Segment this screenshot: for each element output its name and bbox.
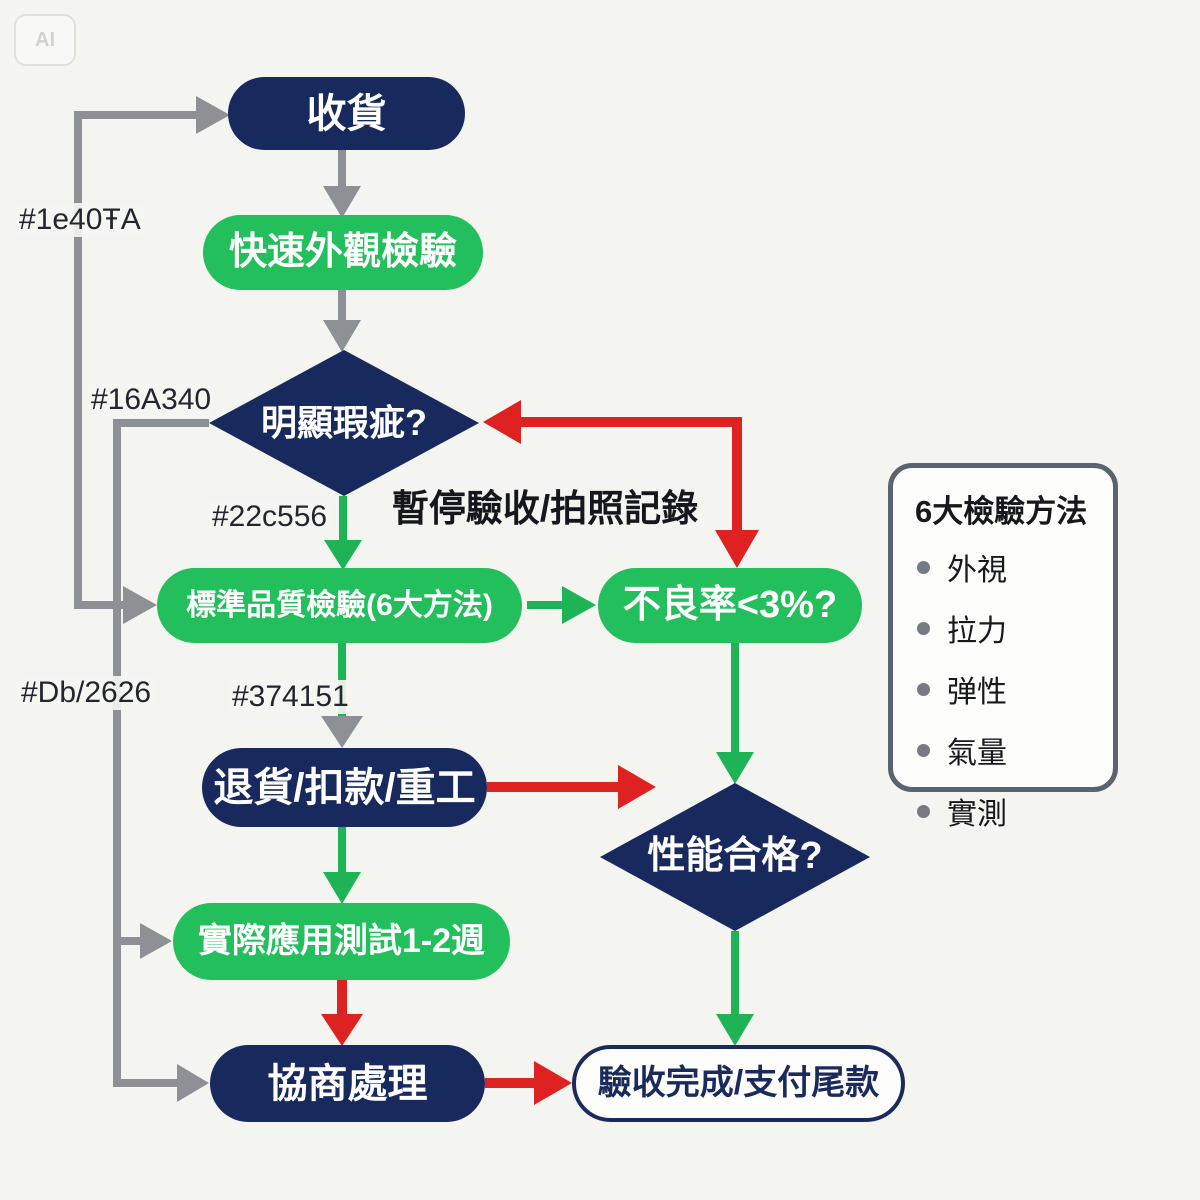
edge-rate-to-performance: [716, 643, 754, 784]
node-receive: 收貨: [228, 77, 465, 150]
legend-item: 拉力: [917, 606, 1099, 650]
legend-item: 實測: [917, 789, 1099, 833]
node-receive-label: 收貨: [306, 91, 387, 136]
edge-performance-to-done: [716, 931, 754, 1046]
node-standard-inspect-label: 標準品質檢驗(6大方法): [186, 588, 493, 622]
edge-grey-defect-rail: [113, 419, 209, 1102]
node-negotiate: 協商處理: [210, 1045, 485, 1122]
node-negotiate-label: 協商處理: [267, 1061, 428, 1106]
bullet-icon: [917, 560, 930, 574]
edge-red-pause-loop: [483, 400, 759, 568]
node-standard-inspect: 標準品質檢驗(6大方法): [157, 568, 522, 643]
legend-item: 外視: [917, 545, 1099, 589]
node-defect-rate: 不良率<3%?: [598, 568, 862, 643]
ai-watermark: AI: [14, 14, 76, 66]
edge-return-red-right: [487, 765, 656, 809]
edge-quick-to-defect: [323, 290, 361, 352]
bullet-icon: [917, 621, 930, 635]
legend-item: 氣量: [917, 728, 1099, 772]
edge-fieldtest-to-negotiate: [321, 980, 363, 1046]
edge-standard-to-rate: [527, 586, 596, 624]
label-pause-record: 暫停驗收/拍照記錄: [391, 488, 699, 529]
edge-negotiate-to-done: [485, 1061, 572, 1105]
node-quick-inspect: 快速外觀檢驗: [203, 215, 483, 290]
edge-receive-to-quick: [323, 150, 361, 218]
legend-title: 6大檢驗方法: [915, 494, 1088, 529]
edge-defect-to-standard: [324, 496, 362, 570]
legend-item-label: 外視: [947, 554, 1007, 587]
legend-box: 6大檢驗方法 外視 拉力 弹性 氣量 實測: [888, 463, 1118, 831]
node-visible-defect-label: 明顯瑕疵?: [261, 402, 427, 444]
edge-return-to-fieldtest: [323, 827, 361, 904]
node-return-rework-label: 退貨/扣款/重工: [213, 765, 476, 810]
ai-watermark-label: AI: [35, 28, 55, 51]
node-field-test: 實際應用測試1-2週: [173, 903, 510, 980]
bullet-icon: [917, 743, 930, 757]
bullet-icon: [917, 682, 930, 696]
label-hex-red: #Db/2626: [18, 676, 155, 710]
legend-item-label: 實測: [947, 798, 1007, 831]
legend-item: 弹性: [917, 667, 1099, 711]
label-hex-grey: #374151: [229, 680, 352, 714]
node-defect-rate-label: 不良率<3%?: [622, 583, 838, 626]
node-acceptance-done: 驗收完成/支付尾款: [572, 1045, 905, 1122]
label-hex-green-dark: #16A340: [88, 383, 215, 417]
node-acceptance-done-label: 驗收完成/支付尾款: [597, 1063, 880, 1102]
node-field-test-label: 實際應用測試1-2週: [197, 921, 486, 960]
label-hex-blue: #1e40ŦA: [16, 203, 144, 237]
label-hex-green: #22c556: [209, 500, 331, 534]
legend-item-label: 拉力: [947, 615, 1007, 648]
node-return-rework: 退貨/扣款/重工: [202, 748, 487, 827]
node-quick-inspect-label: 快速外觀檢驗: [228, 230, 457, 273]
edge-grey-left-rail: [74, 96, 230, 624]
node-performance-ok-label: 性能合格?: [647, 835, 823, 878]
legend-item-label: 弹性: [947, 676, 1007, 709]
legend-item-label: 氣量: [947, 737, 1007, 770]
bullet-icon: [917, 804, 930, 818]
